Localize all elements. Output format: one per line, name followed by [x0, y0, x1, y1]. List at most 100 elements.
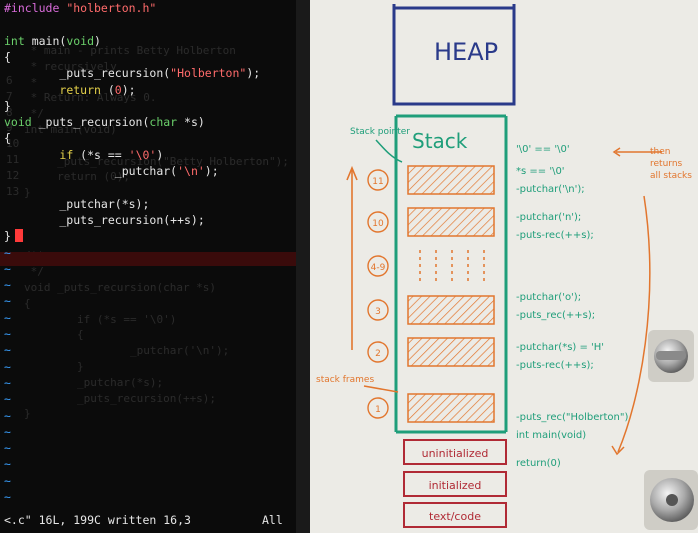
- code-line[interactable]: void _puts_recursion(char *s): [4, 115, 205, 130]
- heap-label: HEAP: [434, 38, 498, 66]
- empty-line-marker: ~: [4, 408, 11, 423]
- ghost-line-number: 7: [6, 89, 13, 103]
- terminal-window: * main - prints Betty Holberton * recurs…: [0, 0, 296, 533]
- ghost-text-line: * main - prints Betty Holberton: [24, 44, 236, 57]
- empty-line-marker: ~: [4, 392, 11, 407]
- memory-segment-label: uninitialized: [422, 447, 489, 460]
- ghost-text-line: }: [24, 360, 84, 373]
- ghost-text-line: _puts_recursion("Betty Holberton");: [24, 154, 289, 168]
- code-line[interactable]: return (0);: [59, 82, 136, 97]
- whiteboard-note: -puts-rec(++s);: [516, 360, 594, 371]
- code-line[interactable]: {: [4, 49, 11, 64]
- board-surface: [310, 0, 698, 533]
- whiteboard-note: -puts_rec(++s);: [516, 310, 595, 321]
- stack-frame: [407, 207, 495, 237]
- code-line[interactable]: _putchar(*s);: [4, 196, 150, 211]
- frame-number-circle: [367, 397, 389, 419]
- frame-number: 3: [375, 307, 381, 317]
- empty-line-marker: ~: [4, 294, 11, 309]
- whiteboard-note: '\0' == '\0': [516, 144, 570, 155]
- frame-number: 10: [372, 219, 384, 229]
- cursor-line-highlight: [0, 252, 296, 266]
- code-line[interactable]: }: [4, 98, 11, 113]
- stack-frame: [407, 337, 495, 367]
- code-line[interactable]: {: [4, 131, 11, 146]
- frame-number: 1: [375, 405, 381, 415]
- ghost-text-line: */: [24, 265, 44, 279]
- vim-status-line: <.c" 16L, 199C written 16,3 All: [0, 510, 296, 530]
- ghost-text-line: _putchar(*s);: [24, 375, 164, 389]
- empty-line-marker: ~: [4, 359, 11, 374]
- ghost-text-line: {: [24, 296, 31, 310]
- empty-line-marker: ~: [4, 424, 11, 439]
- whiteboard-note: -putchar('o');: [516, 292, 581, 303]
- ghost-text-line: {: [24, 328, 84, 342]
- empty-line-marker: ~: [4, 490, 11, 504]
- memory-segments: uninitialized initialized text/code: [403, 439, 507, 528]
- ghost-text-line: _puts_recursion(++s);: [24, 391, 217, 405]
- empty-line-marker: ~: [4, 327, 11, 341]
- stack-frame: [407, 165, 495, 195]
- text-cursor: [14, 229, 23, 243]
- ghost-line-number: 12: [6, 168, 20, 182]
- ghost-text-line: _putchar('\n');: [24, 344, 230, 358]
- frame-number: 2: [375, 349, 381, 359]
- heap-box: HEAP: [392, 4, 516, 106]
- whiteboard-note: -putchar('n');: [516, 212, 581, 223]
- ghost-text-line: *: [24, 75, 38, 89]
- window-divider: [296, 0, 310, 533]
- ghost-line-number: 8: [6, 105, 13, 119]
- stack-frames-label: stack frames: [316, 375, 374, 385]
- frame-number: 11: [372, 177, 383, 187]
- whiteboard-photo: HEAP Stack 11 10 4-9 3 2 1 Stack pointer stac…: [310, 0, 698, 533]
- empty-line-marker: ~: [4, 261, 11, 276]
- empty-line-marker: ~: [4, 441, 11, 456]
- whiteboard-notes: '\0' == '\0' *s == '\0' -putchar('\n'); -pu…: [516, 144, 628, 469]
- ghost-line-number: 10: [6, 137, 20, 151]
- stack-region: Stack: [394, 114, 508, 434]
- memory-segment-box: [403, 502, 507, 528]
- door-knob-icon: [644, 470, 698, 530]
- ghost-text-line: void _puts_recursion(char *s): [24, 281, 217, 294]
- memory-segment-label: initialized: [429, 479, 482, 492]
- stack-pointer-label: Stack pointer: [350, 127, 410, 137]
- whiteboard-note: int main(void): [516, 430, 586, 441]
- whiteboard-note: -putchar('\n');: [516, 184, 585, 195]
- empty-line-marker: ~: [4, 457, 11, 472]
- frame-number-circle: [367, 211, 389, 233]
- whiteboard-note: return(0): [516, 458, 561, 469]
- ghost-line-number: 9: [6, 121, 13, 135]
- ghost-text-line: */: [24, 107, 44, 121]
- code-line[interactable]: if (*s == '\0'): [59, 147, 164, 162]
- code-line[interactable]: }: [4, 228, 23, 244]
- whiteboard-note: -putchar(*s) = 'H': [516, 342, 604, 353]
- frame-number: 4-9: [371, 263, 386, 273]
- empty-line-marker: ~: [4, 278, 11, 293]
- code-line[interactable]: #include "holberton.h": [4, 1, 157, 15]
- code-line[interactable]: int main(void): [4, 33, 101, 48]
- code-line[interactable]: _puts_recursion("Holberton");: [4, 66, 261, 81]
- door-lock-icon: [648, 330, 694, 382]
- whiteboard-note: -puts-rec(++s);: [516, 230, 594, 241]
- ghost-text-line: int main(void): [24, 123, 117, 136]
- frame-number-circle: [367, 169, 389, 191]
- empty-line-marker: ~: [4, 343, 11, 358]
- whiteboard-note: -puts_rec("Holberton"): [516, 412, 628, 423]
- frame-number-circle: [367, 299, 389, 321]
- memory-segment-label: text/code: [429, 510, 481, 523]
- stack-frames: 11 10 4-9 3 2 1: [367, 165, 495, 423]
- whiteboard-note: *s == '\0': [516, 166, 565, 177]
- code-line[interactable]: _puts_recursion(++s);: [4, 212, 205, 227]
- code-line[interactable]: _putchar('\n');: [4, 164, 219, 178]
- empty-line-marker: ~: [4, 473, 11, 488]
- memory-segment-box: [403, 471, 507, 497]
- ghost-text-line: }: [24, 186, 31, 200]
- status-position: All: [262, 513, 283, 527]
- frame-number-circle: [367, 341, 389, 363]
- ghost-text-line: * Return: Always 0.: [24, 91, 157, 105]
- ghost-text-line: }: [24, 407, 31, 421]
- ghost-line-number: 13: [6, 184, 20, 198]
- empty-line-marker: ~: [4, 310, 11, 325]
- ghost-line-number: 11: [6, 153, 20, 166]
- empty-line-marker: ~: [4, 245, 11, 260]
